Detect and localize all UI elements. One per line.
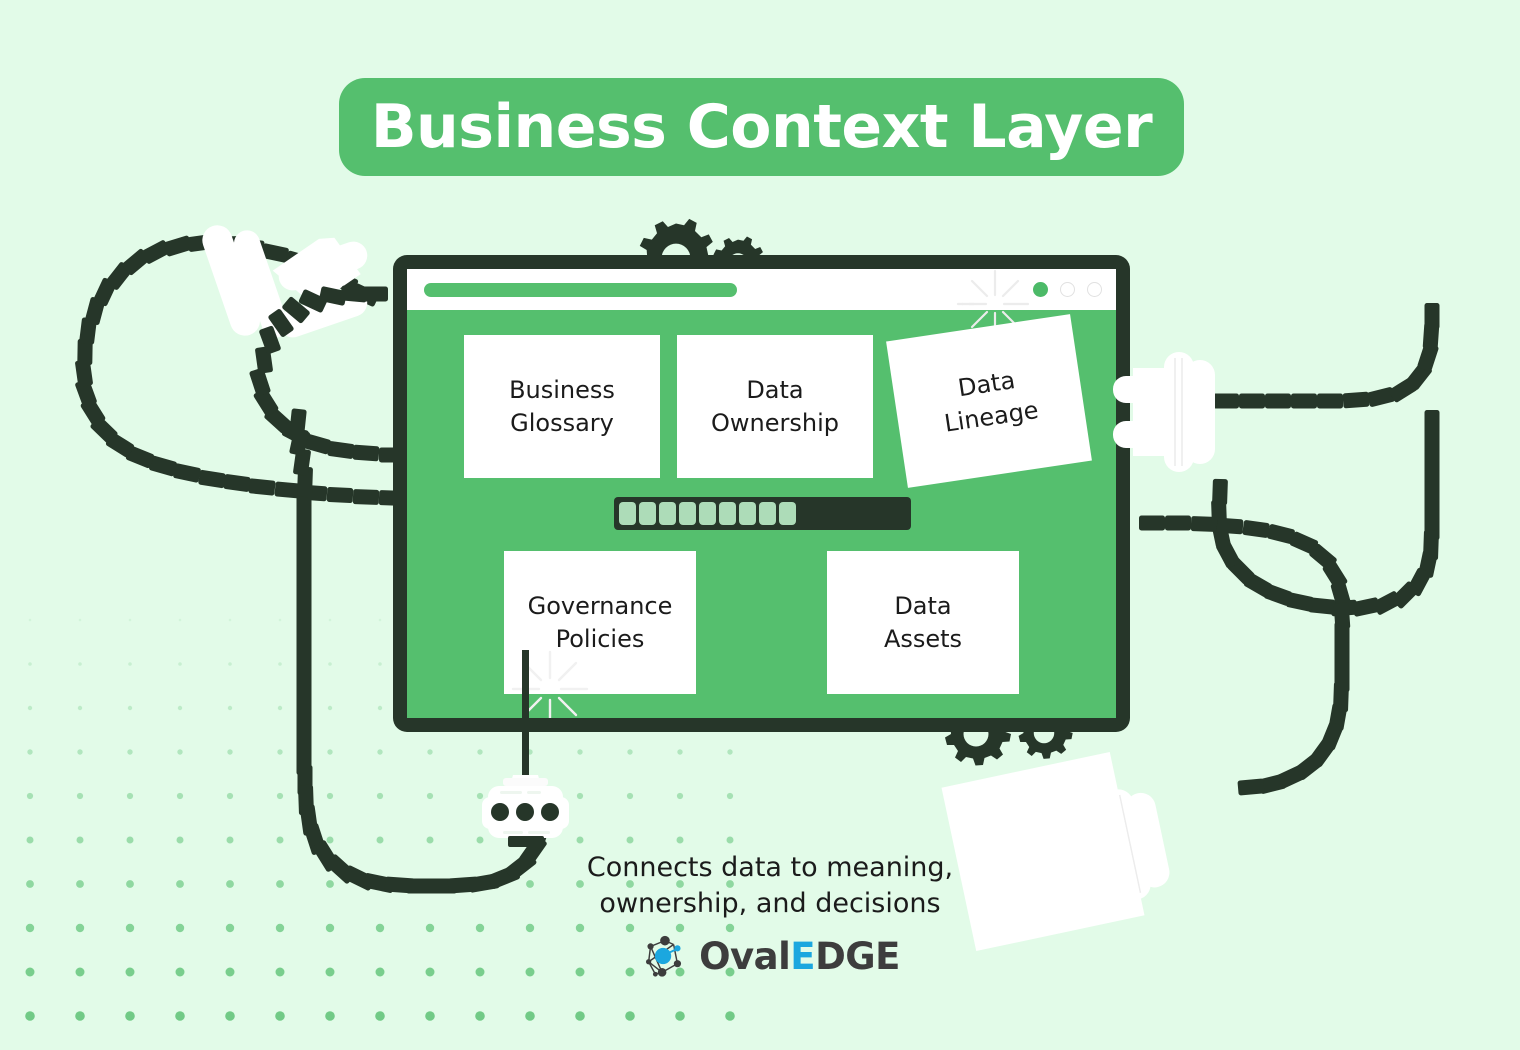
- progress-segment: [739, 502, 756, 525]
- progress-segment: [659, 502, 676, 525]
- page-title: Business Context Layer: [370, 92, 1153, 162]
- window-dot-active[interactable]: [1033, 282, 1048, 297]
- card-label-line2: Glossary: [510, 408, 614, 437]
- card-label-line2: Policies: [555, 624, 645, 653]
- card-label-line1: Business: [509, 375, 615, 404]
- card-label-line1: Data: [746, 375, 804, 404]
- cable-right-bottom: [1139, 515, 1352, 796]
- logo-word-part2: E: [790, 934, 816, 978]
- progress-segment: [639, 502, 656, 525]
- cable-right-top: [1210, 303, 1440, 618]
- card-label-line1: Governance: [527, 591, 673, 620]
- plug-top-left: [202, 225, 368, 338]
- power-socket-icon: [482, 775, 569, 847]
- caption: Connects data to meaning, ownership, and…: [520, 850, 1020, 922]
- logo-word-part1: Oval: [699, 934, 791, 978]
- brand-wordmark: OvalEDGE: [699, 935, 900, 978]
- brand-logo: OvalEDGE: [520, 932, 1020, 980]
- progress-segment: [759, 502, 776, 525]
- card-label-line2: Ownership: [711, 408, 839, 437]
- progress-segment: [619, 502, 636, 525]
- card-label-line1: Data: [894, 591, 952, 620]
- address-bar[interactable]: [424, 282, 737, 297]
- card-label-line1: Data: [956, 366, 1017, 403]
- window-controls: [1033, 269, 1102, 310]
- card-label-line2: Lineage: [942, 395, 1041, 438]
- progress-segment: [779, 502, 796, 525]
- progress-segment: [679, 502, 696, 525]
- progress-segment: [699, 502, 716, 525]
- progress-bar: [614, 497, 911, 530]
- window-dot-1[interactable]: [1060, 282, 1075, 297]
- card-label-line2: Assets: [883, 624, 963, 653]
- progress-segment: [719, 502, 736, 525]
- page-title-pill: Business Context Layer: [339, 78, 1184, 176]
- ovaledge-network-icon: [646, 935, 682, 977]
- caption-line-2: ownership, and decisions: [599, 887, 941, 919]
- logo-word-part3: DGE: [815, 934, 900, 978]
- caption-line-1: Connects data to meaning,: [586, 852, 954, 883]
- window-dot-2[interactable]: [1087, 282, 1102, 297]
- cable-top-left: [74, 225, 406, 506]
- browser-toolbar: [407, 269, 1116, 339]
